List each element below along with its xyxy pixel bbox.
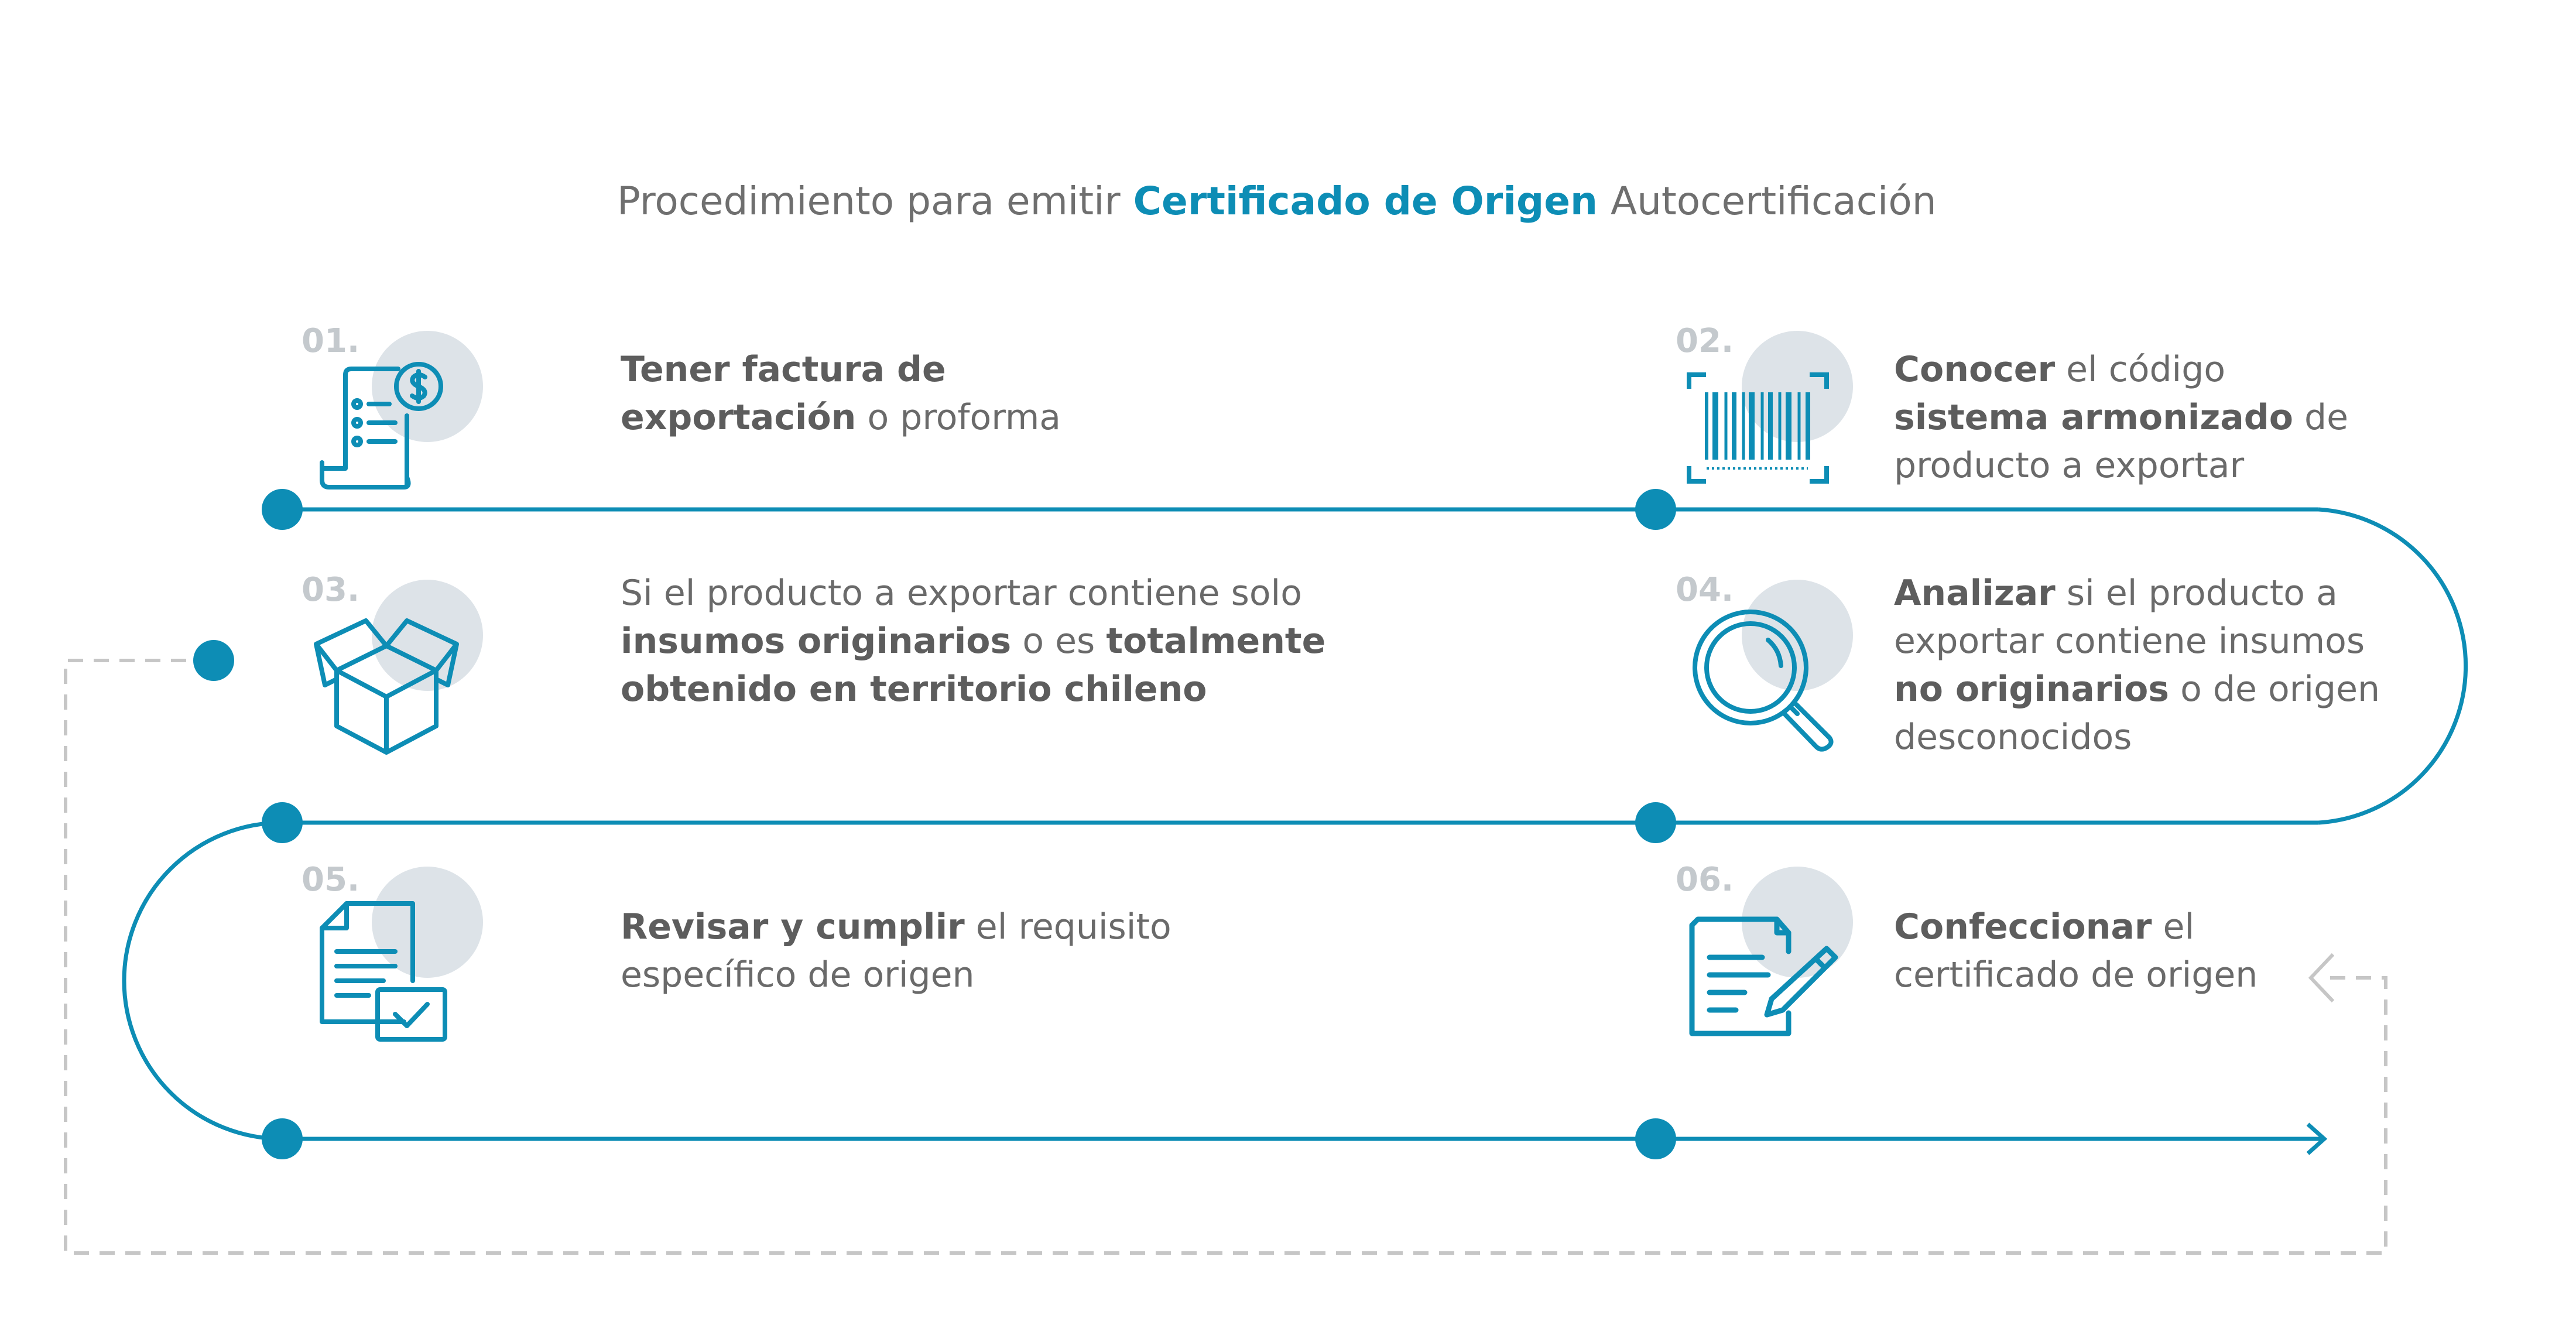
- title-highlight: Certificado de Origen: [1133, 179, 1598, 224]
- node-step-02: [1635, 489, 1676, 530]
- loop-arrowhead: [2308, 953, 2335, 1003]
- description-line: específico de origen: [621, 951, 1171, 999]
- end-arrowhead: [2306, 1122, 2328, 1155]
- node-step-01: [262, 489, 303, 530]
- step-number-05: 05.: [302, 861, 360, 899]
- node-step-06: [1635, 1118, 1676, 1159]
- description-line: no originarios o de origen: [1894, 665, 2380, 713]
- step-number-01: 01.: [302, 322, 360, 360]
- bold-text: insumos originarios: [621, 621, 1012, 662]
- bold-text: Confeccionar: [1894, 906, 2152, 947]
- bold-text: Revisar y cumplir: [621, 906, 965, 947]
- description-line: sistema armonizado de: [1894, 393, 2348, 441]
- text: Si el producto a exportar contiene solo: [621, 573, 1302, 614]
- text: o de origen: [2169, 669, 2380, 710]
- bold-text: Conocer: [1894, 349, 2056, 390]
- step-number-06: 06.: [1676, 861, 1734, 899]
- text: específico de origen: [621, 954, 975, 995]
- title-suffix: Autocertificación: [1610, 179, 1937, 224]
- node-step-04: [1635, 802, 1676, 843]
- step-number-03: 03.: [302, 571, 360, 609]
- diagram-title: Procedimiento para emitir Certificado de …: [617, 179, 1937, 224]
- description-line: certificado de origen: [1894, 951, 2258, 999]
- description-line: insumos originarios o es totalmente: [621, 617, 1325, 665]
- description-line: exportar contiene insumos: [1894, 617, 2380, 665]
- text: de: [2293, 397, 2349, 438]
- text: producto a exportar: [1894, 445, 2245, 486]
- barcode-icon: [1680, 328, 1853, 504]
- bold-text: Tener factura de: [621, 349, 946, 390]
- node-step-03: [262, 802, 303, 843]
- document-check-icon: [310, 864, 483, 1042]
- description-line: Conocer el código: [1894, 345, 2348, 393]
- text: o proforma: [856, 397, 1061, 438]
- bold-text: exportación: [621, 397, 857, 438]
- document-pencil-icon: [1680, 864, 1853, 1039]
- left-bend: [122, 820, 283, 1141]
- description-line: Si el producto a exportar contiene solo: [621, 569, 1325, 617]
- loop-start-node: [193, 640, 234, 681]
- node-step-05: [262, 1118, 303, 1159]
- text: certificado de origen: [1894, 954, 2258, 995]
- text: o es: [1011, 621, 1107, 662]
- step-number-02: 02.: [1676, 322, 1734, 360]
- description-line: Confeccionar el: [1894, 903, 2258, 951]
- step-number-04: 04.: [1676, 571, 1734, 609]
- invoice-dollar-icon: [310, 328, 483, 504]
- text: si el producto a: [2055, 573, 2338, 614]
- text: exportar contiene insumos: [1894, 621, 2365, 662]
- description-line: Revisar y cumplir el requisito: [621, 903, 1171, 951]
- description-line: Tener factura de: [621, 345, 1061, 393]
- box-icon: [310, 577, 483, 755]
- description-line: obtenido en territorio chileno: [621, 665, 1325, 713]
- text: el: [2152, 906, 2195, 947]
- text: el código: [2055, 349, 2226, 390]
- bold-text: no originarios: [1894, 669, 2170, 710]
- title-prefix: Procedimiento para emitir: [617, 179, 1121, 224]
- description-line: Analizar si el producto a: [1894, 569, 2380, 617]
- description-line: desconocidos: [1894, 713, 2380, 761]
- right-bend: [2318, 507, 2468, 825]
- bold-text: sistema armonizado: [1894, 397, 2293, 438]
- magnifier-icon: [1680, 577, 1853, 752]
- bold-text: totalmente: [1106, 621, 1326, 662]
- bold-text: obtenido en territorio chileno: [621, 669, 1207, 710]
- text: el requisito: [964, 906, 1171, 947]
- description-line: exportación o proforma: [621, 393, 1061, 441]
- description-line: producto a exportar: [1894, 441, 2348, 490]
- text: desconocidos: [1894, 717, 2132, 758]
- bold-text: Analizar: [1894, 573, 2056, 614]
